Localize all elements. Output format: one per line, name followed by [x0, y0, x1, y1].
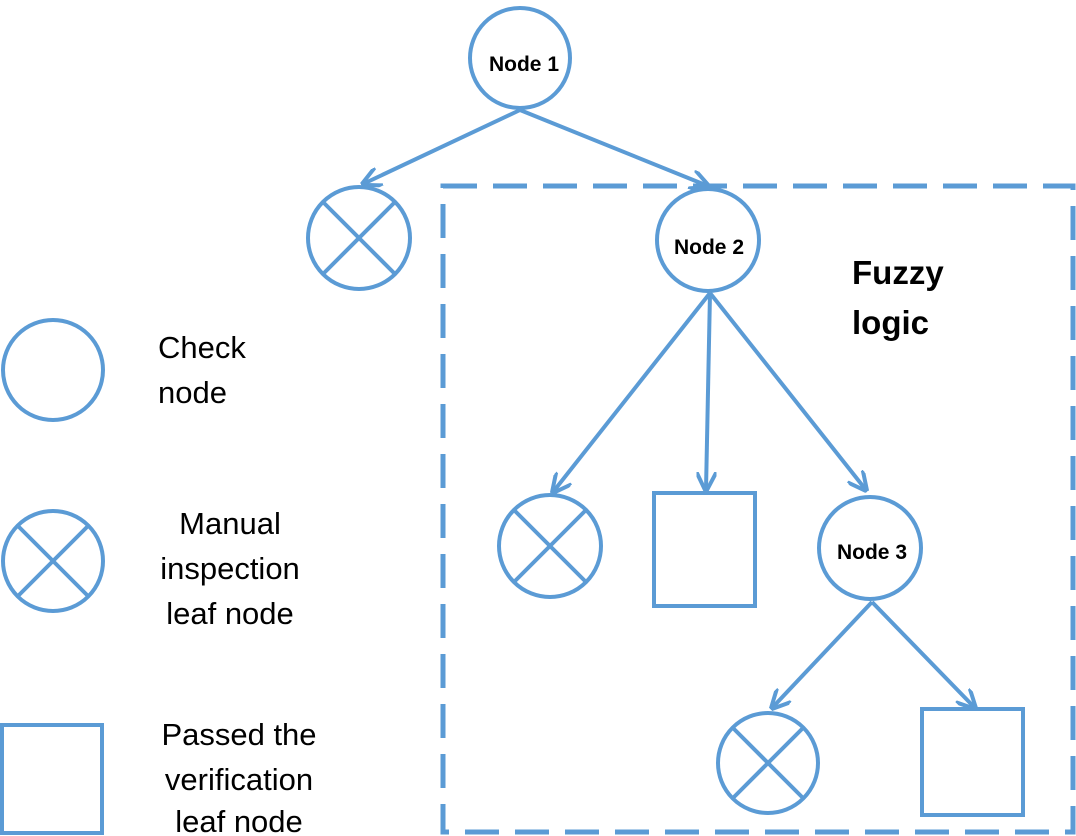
- edge-node3-passed-leaf: [870, 600, 975, 708]
- legend-check-line1: Check: [158, 330, 246, 365]
- legend-passed-line3: leaf node: [175, 804, 303, 836]
- edge-node2-node3: [708, 291, 866, 490]
- edge-node1-manual-leaf: [363, 108, 521, 184]
- edge-node2-passed-leaf: [706, 292, 710, 490]
- legend: Check node Manual inspection leaf node P…: [0, 318, 317, 836]
- legend-passed-verification-icon: [0, 723, 104, 835]
- region-label-line2: logic: [852, 304, 929, 341]
- legend-passed-line1: Passed the: [161, 717, 316, 752]
- legend-passed-line2: verification: [165, 762, 313, 797]
- legend-manual-line2: inspection: [160, 551, 300, 586]
- check-node-1: Node 1: [468, 6, 572, 110]
- legend-manual-inspection-icon: [1, 509, 105, 613]
- manual-inspection-leaf-1: [306, 185, 412, 291]
- legend-manual-line1: Manual: [179, 506, 281, 541]
- legend-manual-line3: leaf node: [166, 596, 294, 631]
- node-3-label: Node 3: [837, 541, 907, 564]
- node-1-label: Node 1: [489, 53, 559, 76]
- passed-verification-leaf-2: [920, 707, 1025, 817]
- manual-inspection-leaf-3: [716, 711, 820, 815]
- passed-verification-leaf-1: [652, 491, 757, 608]
- legend-check-node-icon: [1, 318, 105, 422]
- region-label-line1: Fuzzy: [852, 254, 944, 291]
- check-node-3: Node 3: [817, 495, 923, 601]
- edge-node1-node2: [519, 108, 708, 186]
- check-node-2: Node 2: [655, 187, 761, 293]
- legend-check-line2: node: [158, 375, 227, 410]
- edge-node3-manual-leaf: [772, 600, 874, 708]
- fuzzy-logic-region: [440, 183, 1076, 835]
- edge-node2-manual-leaf: [553, 291, 712, 492]
- manual-inspection-leaf-2: [497, 493, 603, 599]
- node-2-label: Node 2: [674, 236, 744, 259]
